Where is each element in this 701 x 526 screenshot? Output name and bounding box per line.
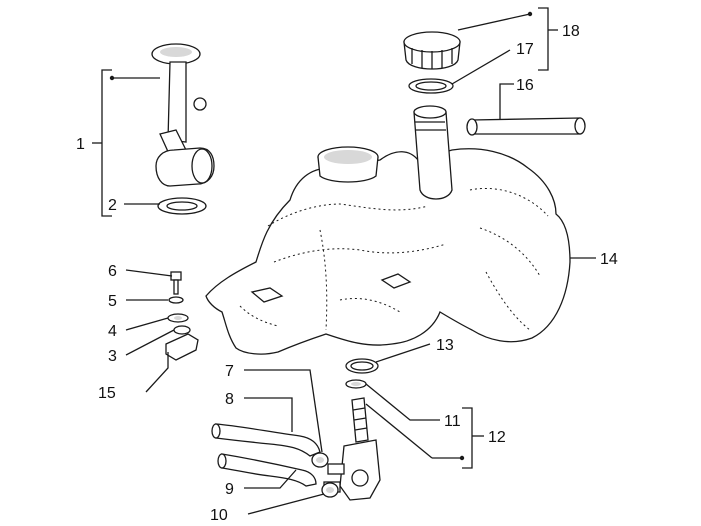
leader-18-dot <box>527 11 533 17</box>
callout-8: 8 <box>225 391 234 408</box>
sender-tube <box>167 61 187 143</box>
callout-9: 9 <box>225 481 234 498</box>
fuel-tank <box>205 105 571 355</box>
breather-hose <box>466 117 586 136</box>
tank-opening-neck <box>317 156 379 183</box>
leader-1-dot <box>109 75 115 81</box>
hose-8-end <box>211 423 221 439</box>
callout-16: 16 <box>516 77 534 94</box>
clip-7-inner <box>316 457 324 463</box>
callout-11: 11 <box>444 413 461 430</box>
callout-3: 3 <box>108 348 117 365</box>
callout-7: 7 <box>225 363 234 380</box>
leader-lines <box>92 7 596 515</box>
callout-15: 15 <box>98 385 116 402</box>
tank-opening-inner <box>324 150 372 164</box>
filler-neck <box>413 111 453 200</box>
leader-17 <box>451 49 511 85</box>
tank-contour-7 <box>239 305 279 327</box>
tank-body <box>205 148 571 355</box>
leader-18 <box>457 13 531 31</box>
clip-13-inner <box>350 361 374 371</box>
leader-4 <box>125 317 169 331</box>
breather-hose-end-right <box>574 117 586 135</box>
tank-contour-5 <box>485 271 531 331</box>
leader-10 <box>247 493 325 515</box>
fuel-hose-9 <box>217 453 317 487</box>
bolt-stack <box>165 271 199 361</box>
bolt-head <box>170 271 182 281</box>
filler-cap-gasket <box>408 78 454 94</box>
leader-15 <box>145 352 169 393</box>
bracket-12 <box>462 407 473 469</box>
spacer-3 <box>173 325 191 335</box>
hose-9-end <box>217 453 227 469</box>
hose-clip-7 <box>311 452 329 468</box>
tank-tab-middle <box>380 273 412 289</box>
fuel-level-sender <box>151 43 215 187</box>
leader-16 <box>499 83 514 120</box>
breather-hose-end-left <box>466 118 478 136</box>
callout-18: 18 <box>562 23 580 40</box>
bracket-1 <box>101 69 112 217</box>
sender-gasket <box>157 197 207 215</box>
sender-screw <box>193 97 207 111</box>
leader-3 <box>125 329 175 356</box>
callout-12: 12 <box>488 429 506 446</box>
leader-6 <box>125 269 173 277</box>
fuel-hose-8 <box>211 423 321 457</box>
callout-labels: 1 2 3 4 5 6 7 8 9 10 11 12 13 14 15 16 1… <box>76 23 618 524</box>
callout-13: 13 <box>436 337 454 354</box>
leader-8 <box>244 397 293 432</box>
tank-contour-2 <box>273 243 447 263</box>
washer-4-hole <box>174 316 182 320</box>
callout-17: 17 <box>516 41 534 58</box>
tank-contour-8 <box>339 298 401 313</box>
callout-2: 2 <box>108 197 117 214</box>
fuel-tap-lever <box>351 469 369 487</box>
sender-float-end <box>191 148 213 184</box>
bolt-shank <box>173 279 179 295</box>
hose-8-body <box>215 423 321 457</box>
leader-11 <box>365 383 440 421</box>
callout-5: 5 <box>108 293 117 310</box>
hose-clip-10 <box>321 482 339 498</box>
washer-11 <box>345 379 367 389</box>
fuel-tap-outlet-1 <box>327 463 345 475</box>
leader-9 <box>244 469 297 489</box>
callout-1: 1 <box>76 136 85 153</box>
callout-14: 14 <box>600 251 618 268</box>
washer-5 <box>168 296 184 304</box>
clip-10-inner <box>326 487 334 493</box>
hose-clip-13 <box>345 358 379 374</box>
leader-12 <box>365 403 433 459</box>
tank-contour-6 <box>319 229 328 331</box>
bracket-18 <box>538 7 549 71</box>
filler-neck-top <box>413 105 447 119</box>
leader-13 <box>375 343 431 363</box>
breather-hose-body <box>471 117 581 135</box>
leader-7 <box>244 369 323 453</box>
fuel-tap-filter-ring-3 <box>354 427 368 431</box>
tank-contour-4 <box>479 227 541 277</box>
filler-cap <box>403 31 461 70</box>
tank-contour-1 <box>267 203 429 227</box>
hose-9-body <box>221 453 317 487</box>
clamp-15 <box>165 333 199 361</box>
washer-11-inner <box>351 382 361 386</box>
sender-flange-inner <box>160 47 192 57</box>
gasket-inner <box>415 81 447 91</box>
leader-12-dot <box>459 455 465 461</box>
callout-6: 6 <box>108 263 117 280</box>
fuel-tap-filter-ring-2 <box>353 417 367 421</box>
callout-10: 10 <box>210 507 228 524</box>
tank-tab-left <box>250 287 284 303</box>
sender-gasket-inner <box>166 201 198 211</box>
fuel-tap-filter-ring-1 <box>352 407 366 411</box>
callout-4: 4 <box>108 323 117 340</box>
